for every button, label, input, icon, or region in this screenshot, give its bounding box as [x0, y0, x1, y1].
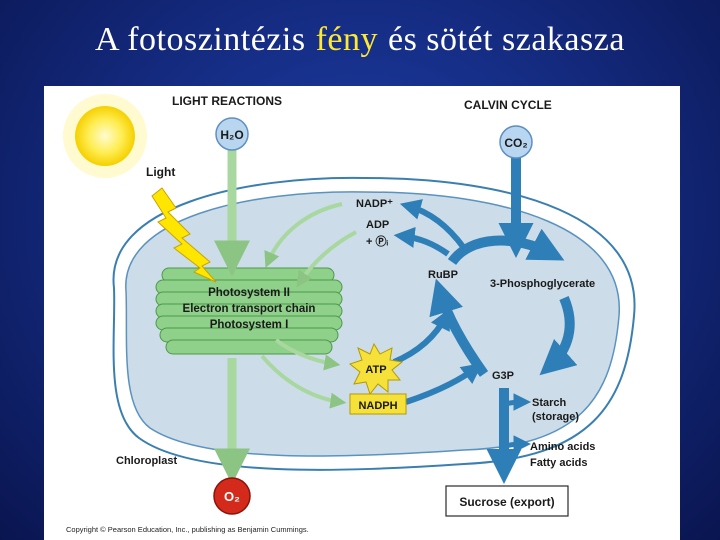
amino-branch-arrow — [505, 435, 531, 453]
title-highlight: fény — [315, 21, 378, 58]
adp-return-arrow — [296, 230, 357, 288]
light-label: Light — [146, 165, 175, 179]
sucrose-label: Sucrose (export) — [459, 495, 554, 509]
photosystem-ii-label: Photosystem II — [208, 287, 290, 299]
calvin-cycle-title: CALVIN CYCLE — [464, 98, 552, 112]
co2-bubble — [499, 125, 533, 159]
atp-out-arrow — [274, 338, 341, 371]
nadph-label: NADPH — [358, 400, 397, 412]
pi-label: + Ⓟᵢ — [366, 234, 388, 248]
title-part1: A fotoszintézis — [95, 21, 306, 58]
co2-label: CO₂ — [504, 136, 527, 150]
chloroplast-outer-membrane — [112, 176, 636, 471]
chloroplast-label: Chloroplast — [116, 455, 177, 467]
thylakoid-stack — [155, 267, 343, 355]
copyright-text: Copyright © Pearson Education, Inc., pub… — [66, 525, 309, 534]
atp-into-cycle-arrow — [392, 308, 450, 365]
cycle-to-adp-arrow — [393, 226, 450, 257]
g3p-label: G3P — [492, 370, 514, 382]
nadp-plus-label: NADP⁺ — [356, 198, 393, 210]
adp-label: ADP — [366, 219, 389, 231]
amino-acids-label: Amino acids — [530, 441, 595, 453]
diagram-panel: H₂O CO₂ O₂ ATP NADPH Sucrose (export) LI… — [44, 86, 680, 540]
light-reactions-title: LIGHT REACTIONS — [172, 94, 282, 108]
sun-icon — [63, 94, 147, 178]
nadph-into-cycle-arrow — [405, 362, 483, 405]
fatty-acids-label: Fatty acids — [530, 457, 587, 469]
storage-label: (storage) — [532, 411, 579, 423]
sucrose-box — [445, 485, 569, 517]
h2o-bubble — [215, 117, 249, 151]
cycle-to-nadp-arrow — [399, 199, 467, 250]
photosystem-i-label: Photosystem I — [210, 319, 289, 331]
rubp-label: RuBP — [428, 269, 458, 281]
h2o-label: H₂O — [220, 128, 243, 142]
o2-label: O₂ — [224, 489, 240, 504]
title-part2: és sötét szakasza — [387, 21, 625, 58]
o2-bubble — [213, 477, 251, 515]
nadph-out-arrow — [260, 354, 347, 409]
nadp-return-arrow — [264, 202, 343, 268]
nadph-box — [349, 393, 407, 415]
starch-branch-arrow — [505, 393, 531, 411]
starch-label: Starch — [532, 397, 567, 409]
atp-burst — [348, 342, 404, 396]
phosphoglycerate-label: 3-Phosphoglycerate — [490, 278, 595, 290]
atp-label: ATP — [365, 364, 386, 376]
slide-title: A fotoszintézis fény és sötét szakasza — [0, 0, 720, 80]
lightning-icon — [151, 187, 217, 283]
cycle-arc-top — [447, 228, 565, 266]
photosynthesis-diagram: H₂O CO₂ O₂ ATP NADPH Sucrose (export) LI… — [63, 94, 636, 534]
electron-transport-label: Electron transport chain — [183, 303, 316, 315]
cycle-arc-right — [539, 296, 578, 376]
